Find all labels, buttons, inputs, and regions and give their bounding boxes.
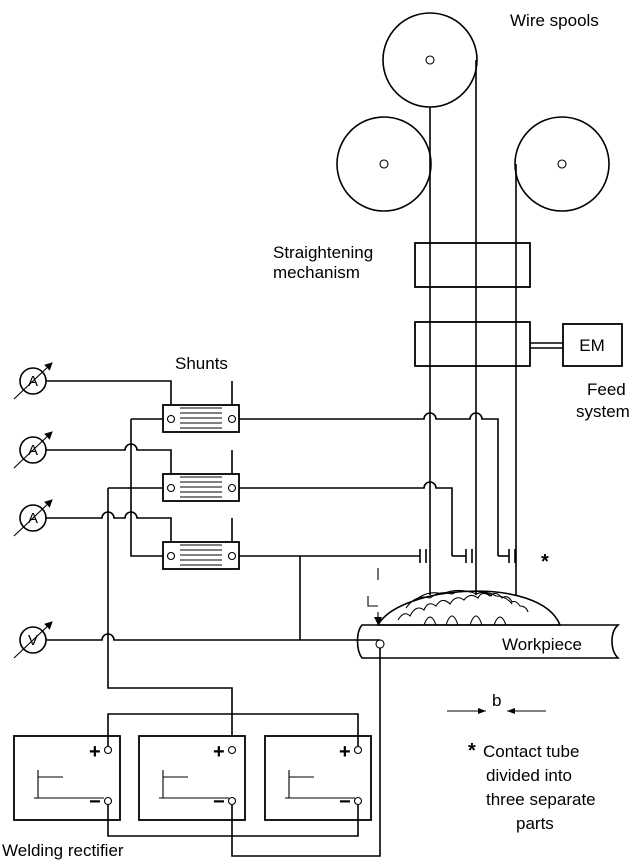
shunts-label: Shunts [175, 354, 228, 373]
feed-label-2: system [576, 402, 630, 421]
feed-label-1: Feed [587, 380, 626, 399]
footnote-line-4: parts [516, 814, 554, 833]
spool-right-hub [557, 159, 567, 169]
shunt-3 [162, 541, 240, 570]
spool-left-hub [379, 159, 389, 169]
rectifier-2-minus: − [213, 791, 225, 813]
spool-left [336, 116, 432, 212]
svg-text:A: A [28, 442, 38, 459]
straightening-box [414, 242, 531, 288]
contact-tube [419, 549, 516, 563]
welding-rectifier-label: Welding rectifier [2, 841, 124, 860]
svg-text:A: A [28, 510, 38, 527]
em-label: EM [579, 336, 605, 355]
rectifier-3-minus: − [339, 791, 351, 813]
wire-spools [336, 12, 610, 212]
rectifier-2-plus: + [213, 741, 225, 763]
wire-spools-label: Wire spools [510, 11, 599, 30]
rectifier-3 [264, 735, 372, 821]
footnote-star: * [468, 740, 476, 762]
weld-bead [376, 589, 562, 626]
footnote-line-3: three separate [486, 790, 596, 809]
dimension-b [447, 708, 546, 714]
feed-box [414, 321, 531, 367]
straightening-label-2: mechanism [273, 263, 360, 282]
rectifier-wiring [107, 648, 381, 857]
shunt-1 [162, 404, 240, 433]
rectifier-1 [13, 735, 121, 821]
em-motor-box [562, 323, 623, 367]
contact-tube-asterisk: * [541, 551, 549, 573]
footnote-line-2: divided into [486, 766, 572, 785]
straightening-label-1: Straightening [273, 243, 373, 262]
svg-text:V: V [28, 632, 38, 649]
rectifier-2 [138, 735, 246, 821]
dimension-b-label: b [492, 691, 501, 710]
rectifier-1-plus: + [89, 741, 101, 763]
workpiece-terminal [375, 639, 385, 649]
spool-right [514, 116, 610, 212]
rectifier-3-plus: + [339, 741, 351, 763]
spool-top [382, 12, 478, 108]
workpiece-label: Workpiece [502, 635, 582, 654]
shunt-2 [162, 473, 240, 502]
rectifier-1-minus: − [89, 791, 101, 813]
arc-marker-2 [367, 596, 378, 607]
spool-top-hub [425, 55, 435, 65]
footnote-line-1: Contact tube [483, 742, 579, 761]
svg-text:A: A [28, 373, 38, 390]
circuit-wiring [46, 380, 509, 750]
